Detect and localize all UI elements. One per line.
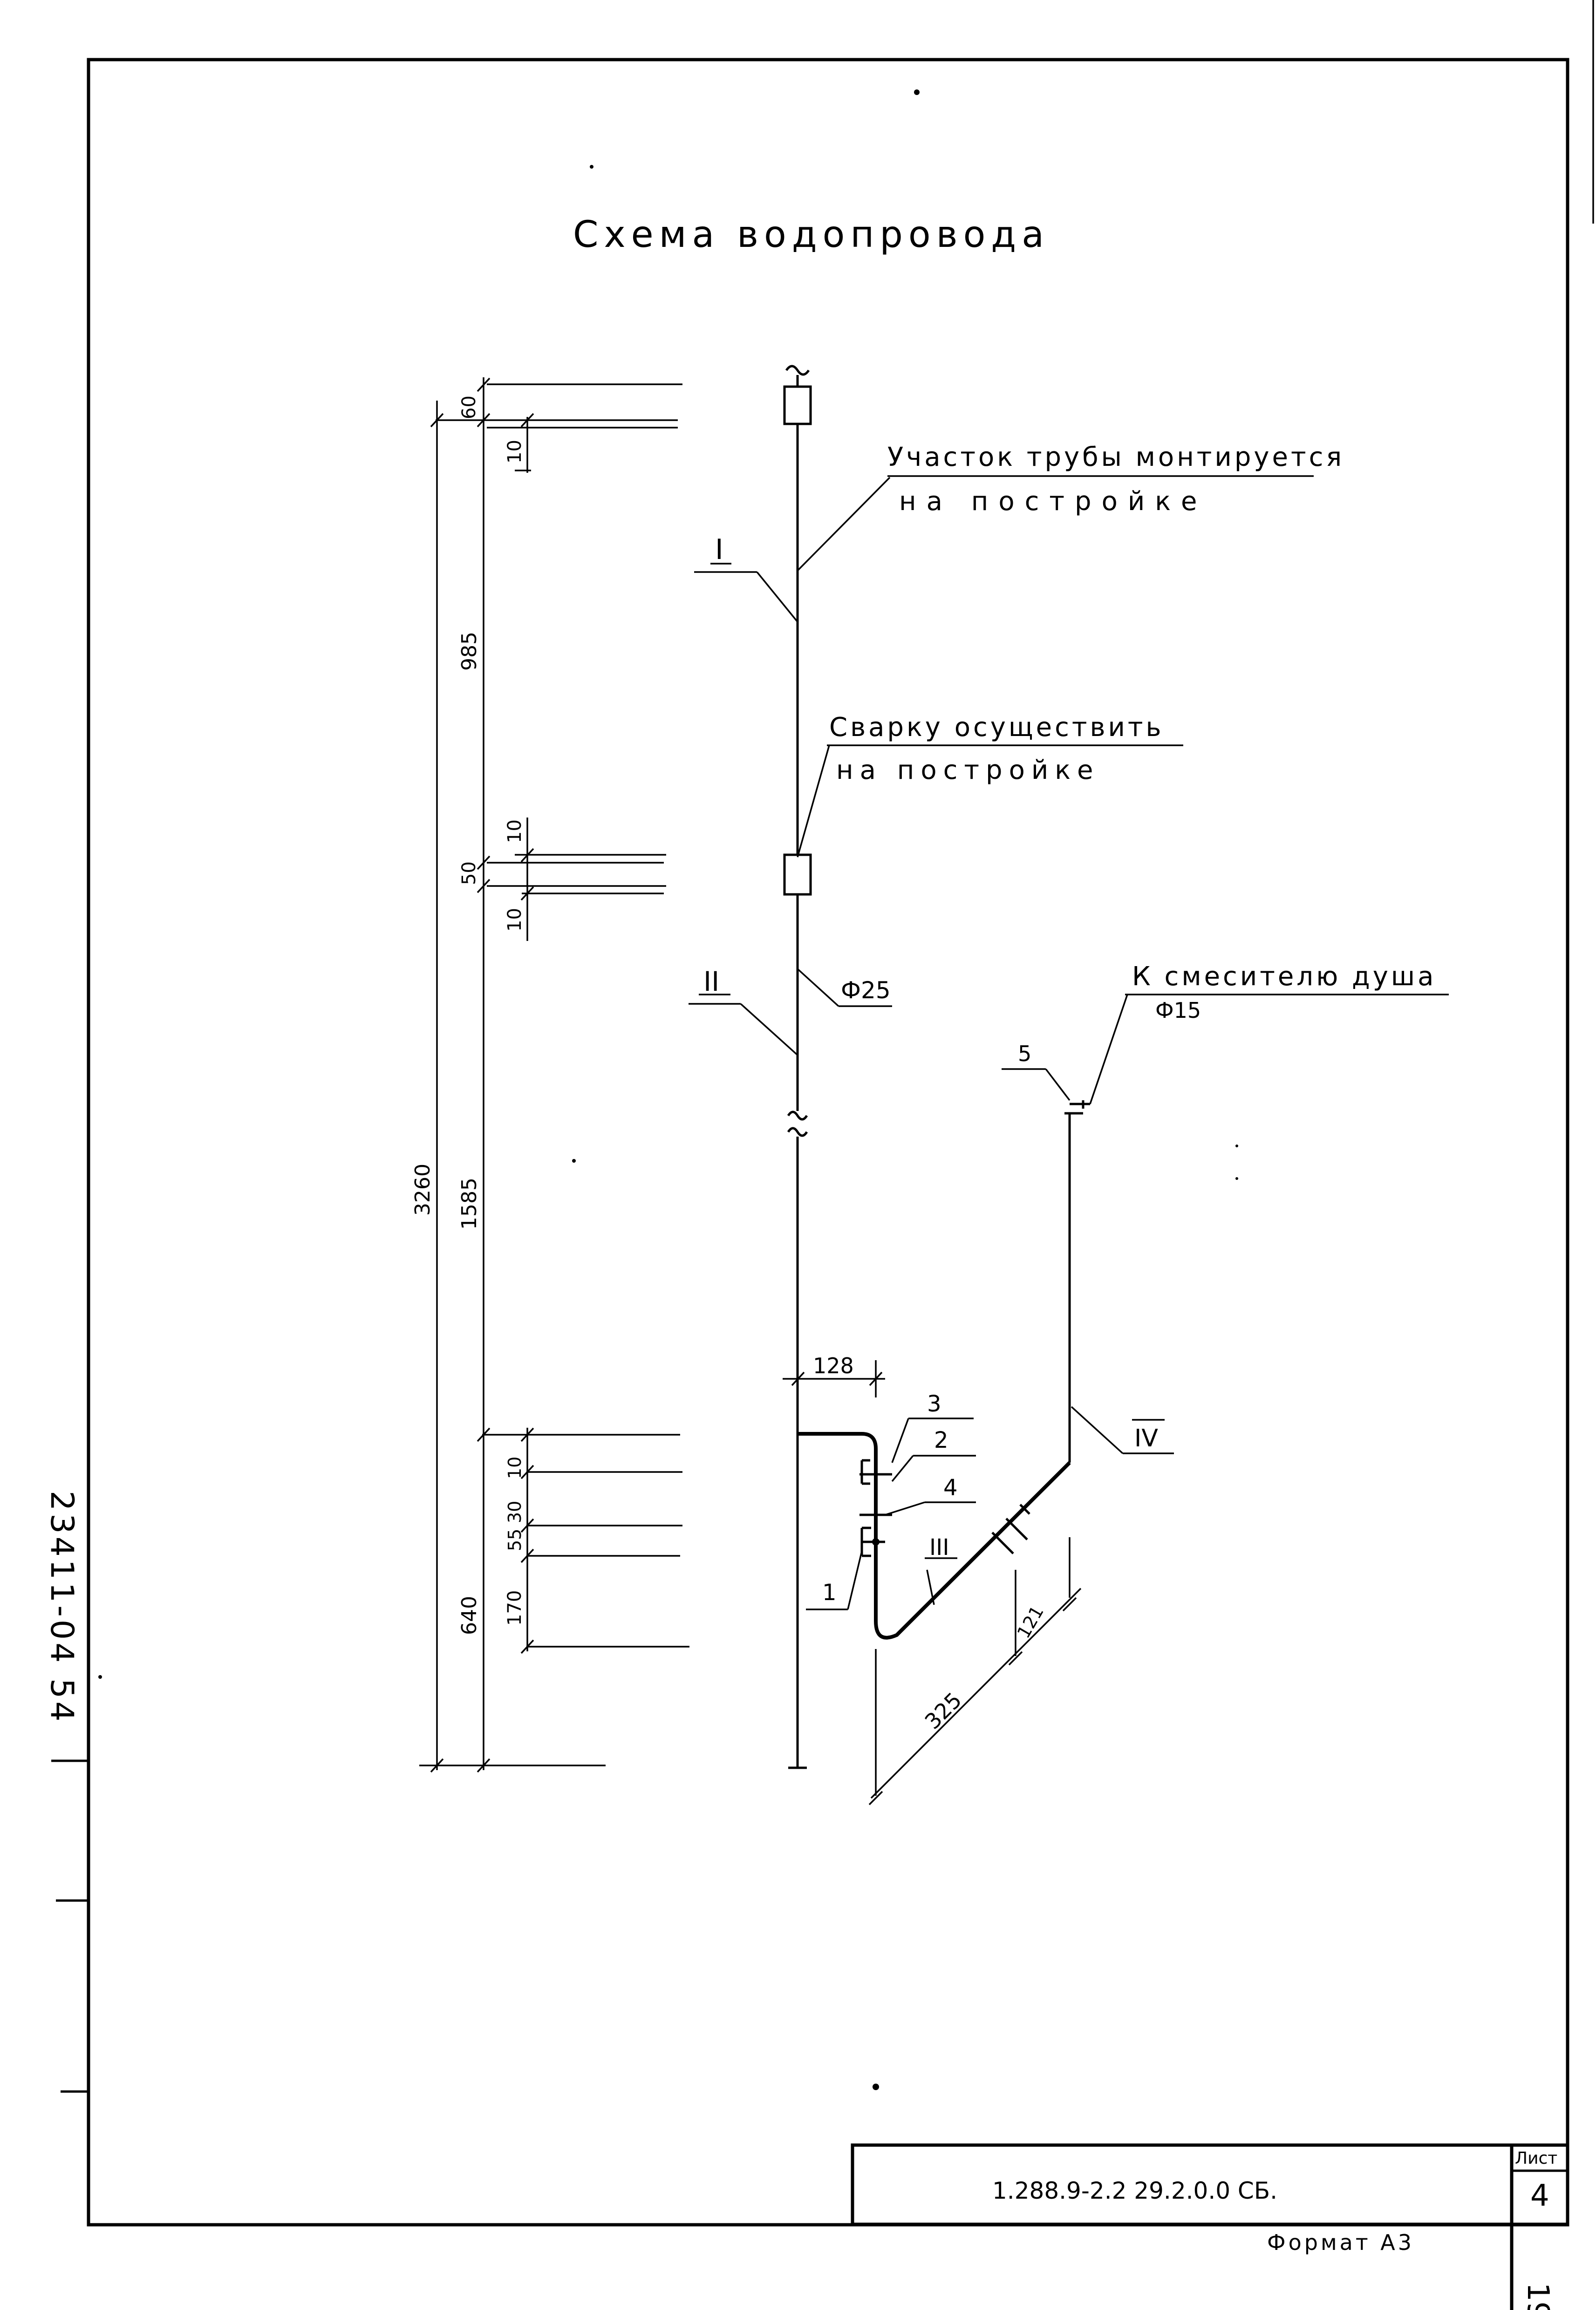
callout-positions: 3 2 4 1 bbox=[806, 1391, 976, 1610]
pipe-section-label-1: Участок трубы монтируется bbox=[887, 442, 1344, 472]
main-riser bbox=[783, 365, 812, 1769]
dim-60: 60 bbox=[458, 395, 480, 419]
dim-640: 640 bbox=[457, 1596, 481, 1635]
section-II-label: II bbox=[703, 966, 719, 997]
dim-121: 121 bbox=[1013, 1602, 1048, 1642]
coupling-weld bbox=[783, 853, 812, 896]
dim-1585: 1585 bbox=[457, 1178, 481, 1230]
callout-welding: Сварку осуществить на постройке bbox=[797, 712, 1183, 858]
dim-325: 325 bbox=[920, 1688, 967, 1734]
dim-985: 985 bbox=[457, 632, 481, 671]
margin-stamp: 23411-04 54 bbox=[43, 1491, 80, 1724]
callout-section-IV: IV bbox=[1071, 1406, 1174, 1454]
dim-10-mid-a: 10 bbox=[504, 819, 525, 843]
dim-55: 55 bbox=[505, 1529, 525, 1551]
section-III-label: III bbox=[929, 1534, 949, 1560]
scan-specks bbox=[98, 89, 1238, 2090]
page-title: Схема водопровода bbox=[573, 214, 1050, 256]
dim-10-low: 10 bbox=[505, 1457, 525, 1479]
welding-label-1: Сварку осуществить bbox=[829, 712, 1164, 743]
coupling-top bbox=[783, 385, 812, 425]
doc-code: 1.288.9-2.2 29.2.0.0 СБ. bbox=[992, 2177, 1277, 2204]
mixer-diameter-label: Ф15 bbox=[1155, 998, 1201, 1023]
callout-diameter-25: Ф25 bbox=[797, 968, 892, 1007]
dim-10-top: 10 bbox=[504, 440, 525, 463]
dim-50: 50 bbox=[458, 861, 480, 885]
dim-10-mid-b: 10 bbox=[504, 908, 525, 932]
welding-label-2: на постройке bbox=[836, 755, 1100, 785]
sheet-frame bbox=[51, 0, 1594, 2227]
shower-branch bbox=[798, 1100, 1090, 1640]
callout-section-III: III bbox=[925, 1534, 957, 1605]
sheet-label: Лист bbox=[1515, 2149, 1557, 2168]
mixer-label: К смесителю душа bbox=[1132, 961, 1436, 992]
title-block: 1.288.9-2.2 29.2.0.0 СБ. Лист 4 Формат А… bbox=[851, 2143, 1569, 2310]
sheet-number: 4 bbox=[1530, 2179, 1549, 2213]
dim-128: 128 bbox=[813, 1353, 854, 1378]
position-4-label: 4 bbox=[943, 1475, 958, 1501]
position-5-label: 5 bbox=[1018, 1041, 1031, 1066]
callout-position-5: 5 bbox=[1002, 1041, 1071, 1101]
section-I-label: I bbox=[715, 533, 723, 566]
format-label: Формат А3 bbox=[1267, 2230, 1414, 2255]
dimension-128: 128 bbox=[783, 1353, 885, 1397]
page-number: 198 bbox=[1521, 2283, 1555, 2310]
position-1-label: 1 bbox=[822, 1580, 837, 1606]
dimension-chains: 60 10 985 10 50 10 1585 3260 10 55 30 17… bbox=[411, 377, 689, 1773]
callout-pipe-section: Участок трубы монтируется на постройке bbox=[797, 442, 1344, 572]
position-2-label: 2 bbox=[934, 1427, 948, 1453]
position-3-label: 3 bbox=[927, 1391, 941, 1417]
dimension-diagonal: 325 121 bbox=[868, 1537, 1082, 1806]
section-IV-label: IV bbox=[1134, 1424, 1158, 1452]
dim-30: 30 bbox=[505, 1501, 525, 1523]
callout-mixer: К смесителю душа Ф15 bbox=[1089, 961, 1449, 1104]
dim-3260: 3260 bbox=[411, 1164, 435, 1216]
callout-section-II: II bbox=[689, 966, 798, 1056]
diameter-25-label: Ф25 bbox=[841, 977, 891, 1004]
callout-section-I: I bbox=[694, 533, 798, 623]
dim-170: 170 bbox=[504, 1590, 525, 1626]
pipe-section-label-2: на постройке bbox=[899, 486, 1207, 517]
